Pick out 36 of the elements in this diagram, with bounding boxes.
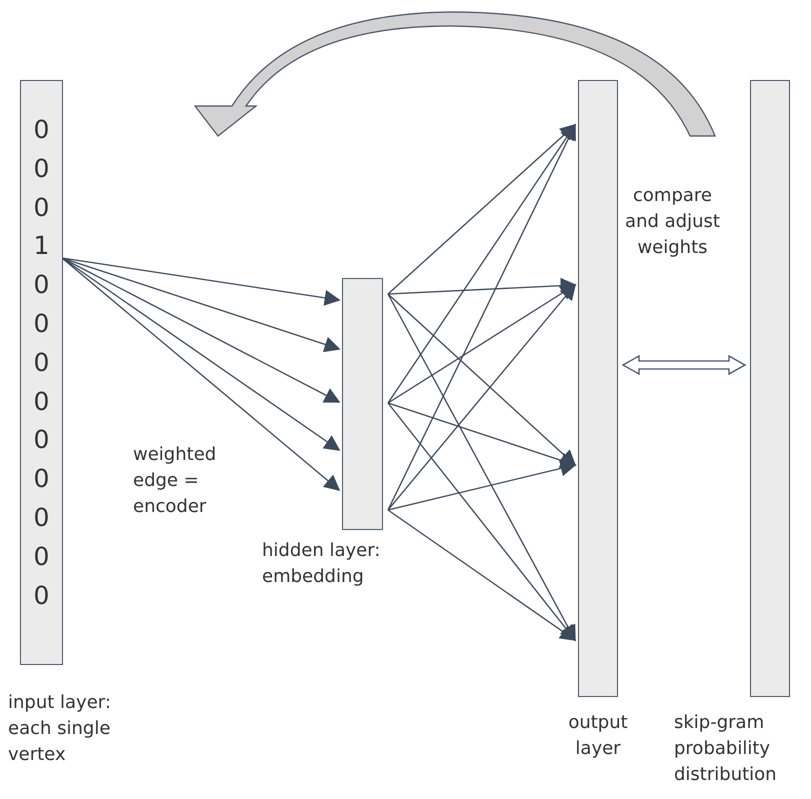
digit: 0 <box>20 464 63 494</box>
digit: 0 <box>20 192 63 223</box>
arrow <box>387 402 576 642</box>
arrow <box>387 124 576 404</box>
arrow <box>388 124 576 294</box>
arrow <box>388 460 577 511</box>
arrow <box>62 257 341 306</box>
digit: 0 <box>20 270 63 300</box>
note-text: compare and adjust weights <box>624 184 721 260</box>
arrow <box>62 257 340 451</box>
arrow <box>387 124 576 510</box>
arrow <box>388 402 577 468</box>
digit: 0 <box>20 154 63 184</box>
arrow <box>388 284 576 404</box>
digit: 0 <box>20 115 63 145</box>
digit: 0 <box>20 503 63 533</box>
layer-label: hidden layer: embedding <box>262 539 382 589</box>
digit: 1 <box>20 231 63 262</box>
layer-label: output layer <box>567 711 629 761</box>
double-arrow <box>622 354 746 376</box>
arrow <box>388 278 577 295</box>
digit: 0 <box>20 580 63 611</box>
arrow <box>388 294 576 466</box>
arrow <box>388 284 576 510</box>
note-text: weighted edge = encoder <box>133 443 218 519</box>
digit: 0 <box>20 386 63 417</box>
layer-label: input layer: each single vertex <box>8 691 112 767</box>
arrow <box>62 258 340 492</box>
layer-label: skip-gram probability distribution <box>674 711 778 787</box>
digit: 0 <box>20 425 63 456</box>
arrow <box>388 509 576 641</box>
digit: 0 <box>20 309 63 339</box>
arrow <box>387 294 576 642</box>
arrow <box>62 257 341 352</box>
digit: 0 <box>20 348 63 378</box>
digit: 0 <box>20 542 63 572</box>
